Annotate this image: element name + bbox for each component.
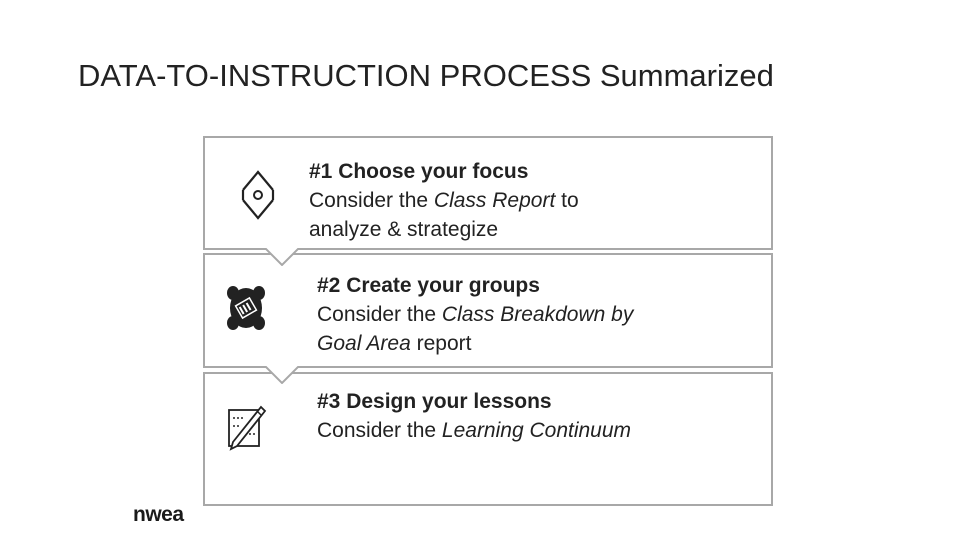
step-2-body-suffix: report [410, 332, 472, 355]
step-1-text: #1 Choose your focus Consider the Class … [309, 157, 579, 244]
page-title: DATA-TO-INSTRUCTION PROCESS Summarized [78, 58, 774, 93]
step-2-heading: #2 Create your groups [317, 274, 540, 297]
target-diamond-icon [241, 170, 275, 220]
pencil-notepad-icon [228, 405, 267, 451]
step-2-body-prefix: Consider the [317, 303, 442, 326]
group-people-icon [227, 286, 265, 330]
step-3-text: #3 Design your lessons Consider the Lear… [317, 387, 631, 445]
step-1-pointer [265, 248, 299, 266]
step-2-report-name-cont: Goal Area [317, 332, 411, 355]
step-1-body-suffix: to [555, 189, 579, 212]
step-3-body-prefix: Consider the [317, 419, 442, 442]
nwea-logo: nwea [133, 503, 184, 526]
step-1-body-prefix: Consider the [309, 189, 434, 212]
step-3-report-name: Learning Continuum [441, 419, 632, 442]
step-2-panel: #2 Create your groups Consider the Class… [203, 253, 773, 384]
step-1-heading: #1 Choose your focus [309, 160, 529, 183]
step-1-panel: #1 Choose your focus Consider the Class … [203, 136, 773, 266]
step-1-body-line2: analyze & strategize [309, 218, 499, 241]
step-2-report-name: Class Breakdown by [441, 303, 634, 326]
step-1-report-name: Class Report [433, 189, 556, 212]
step-2-text: #2 Create your groups Consider the Class… [317, 271, 633, 358]
step-3-panel: #3 Design your lessons Consider the Lear… [203, 372, 773, 506]
step-3-heading: #3 Design your lessons [317, 390, 552, 413]
step-2-pointer [265, 366, 299, 384]
